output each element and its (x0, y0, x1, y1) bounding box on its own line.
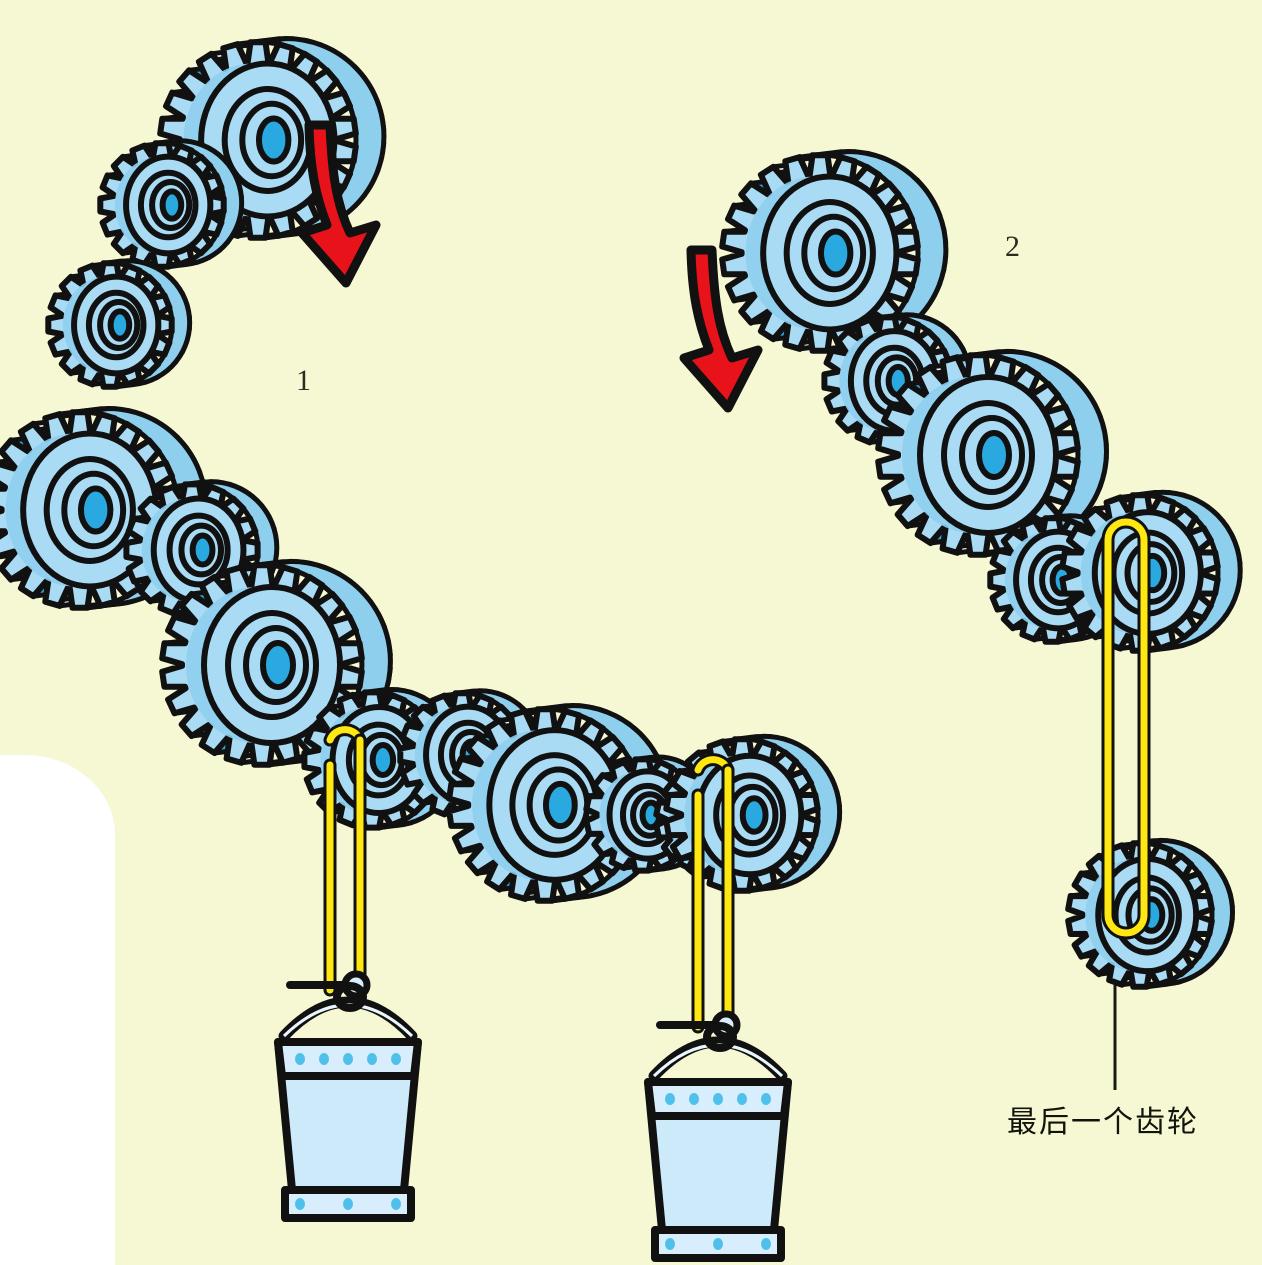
gear-hub (255, 115, 292, 165)
ropes-layer (323, 515, 1151, 1042)
bucket-rivet (343, 1198, 353, 1210)
group-label-1: 1 (296, 364, 311, 397)
gear-hub (542, 780, 578, 830)
gear-train-2-layer (719, 148, 1243, 990)
gear-ring-outer (941, 400, 1035, 510)
gear-ring-outer (43, 456, 136, 564)
gear-hub (107, 308, 133, 342)
gear-hub (189, 532, 216, 568)
gear (97, 138, 245, 270)
gear-ring-outer (137, 169, 199, 241)
gear-hub (77, 485, 114, 535)
bucket-rivet (391, 1198, 401, 1210)
gear (875, 348, 1109, 558)
bucket-right (644, 1010, 792, 1262)
belt-right-train (1104, 518, 1148, 937)
gear-ring-outer (713, 772, 787, 858)
bucket-ring (333, 982, 367, 1012)
bucket-rivet (713, 1238, 723, 1250)
gear (1059, 489, 1243, 654)
gear-ring-outer (225, 610, 319, 720)
bucket-rivet (367, 1053, 377, 1065)
bucket-rivet (737, 1093, 747, 1105)
bucket-ring (703, 1022, 737, 1052)
last-gear-caption: 最后一个齿轮 (1007, 1105, 1199, 1140)
gear (719, 148, 949, 354)
white-corner-patch (0, 755, 115, 1265)
gear-ring-outer (85, 289, 147, 361)
bucket-rivet (713, 1093, 723, 1105)
bucket-rivet (319, 1053, 329, 1065)
bucket-rivet (761, 1093, 771, 1105)
gear-train-1-layer (0, 35, 843, 904)
gear-hub (159, 188, 185, 222)
bucket-rivet (761, 1238, 771, 1250)
bucket-rivet (295, 1053, 305, 1065)
gear-hub (260, 640, 296, 690)
bucket-rivet (665, 1093, 675, 1105)
buckets-layer (274, 970, 792, 1262)
gear-hub (369, 742, 397, 778)
gear-hub (739, 795, 769, 835)
bucket-rivet (343, 1053, 353, 1065)
gear-ring-outer (783, 199, 876, 307)
rotation-arrow-right (679, 245, 763, 413)
gear-hub (817, 228, 854, 278)
bucket-rivet (391, 1053, 401, 1065)
gear (45, 258, 193, 390)
rotation-arrow-left (297, 120, 381, 288)
bucket-rivet (665, 1238, 675, 1250)
gear-ring-outer (166, 512, 231, 588)
arrows-layer (297, 120, 763, 413)
group-label-2: 2 (1005, 230, 1020, 263)
bucket-rivet (689, 1093, 699, 1105)
bucket-rivet (295, 1198, 305, 1210)
bucket-left (274, 970, 422, 1222)
gear-hub (976, 430, 1012, 480)
